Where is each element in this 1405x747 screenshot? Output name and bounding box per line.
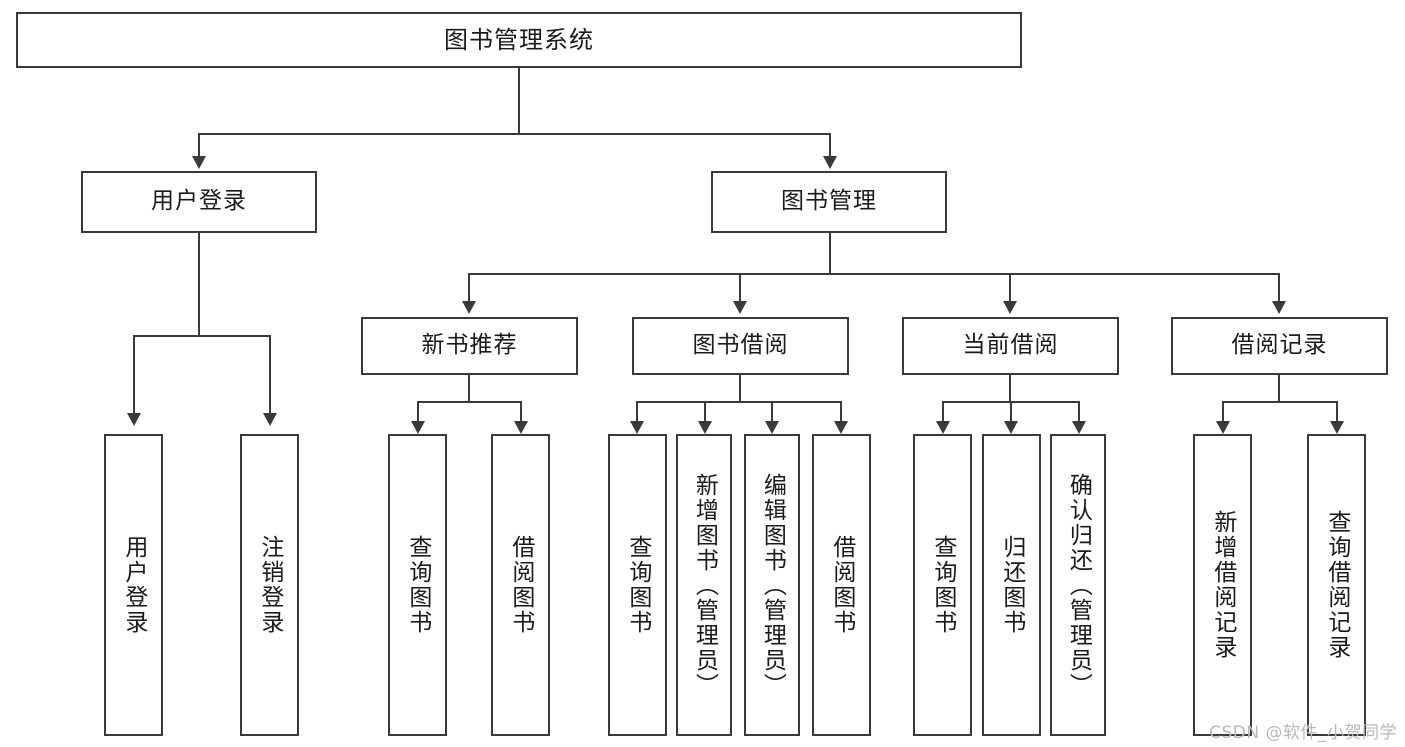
node-label: 图书管理: [781, 188, 877, 215]
node-label: 用户登录: [120, 535, 147, 635]
arrowhead-user-login-leaf-2: [263, 413, 277, 426]
node-label: 归还图书: [998, 535, 1025, 635]
edge-borrow-record-stem: [1278, 375, 1280, 401]
edge-root-bus: [198, 133, 831, 135]
edge-borrow-record-leaf-1: [1222, 401, 1224, 425]
edge-root-to-book-management: [829, 133, 831, 158]
arrowhead-book-borrow-leaf-1: [630, 421, 644, 434]
edge-borrow-record-bus: [1222, 401, 1337, 403]
arrowhead-to-book-management: [823, 156, 837, 169]
node-label: 新增图书（管理员）: [691, 472, 718, 698]
edge-user-login-bus: [133, 335, 270, 337]
leaf-add-borrow-record[interactable]: 新增借阅记录: [1193, 434, 1252, 736]
node-label: 借阅图书: [828, 535, 855, 635]
edge-current-borrow-leaf-1: [942, 401, 944, 425]
node-label: 查询图书: [404, 535, 431, 635]
node-label: 查询借阅记录: [1323, 510, 1350, 660]
edge-user-login-to-leaf-2: [269, 335, 271, 415]
edge-current-borrow-leaf-3: [1078, 401, 1080, 425]
edge-new-book-bus: [417, 401, 522, 403]
edge-book-borrow-leaf-3: [771, 401, 773, 425]
node-label: 图书管理系统: [444, 25, 594, 54]
edge-root-stem: [518, 68, 520, 133]
edge-book-borrow-bus: [636, 401, 842, 403]
node-current-borrow[interactable]: 当前借阅: [902, 317, 1119, 375]
node-book-management[interactable]: 图书管理: [711, 171, 947, 233]
arrowhead-book-borrow-leaf-2: [698, 421, 712, 434]
node-borrow-record[interactable]: 借阅记录: [1171, 317, 1388, 375]
arrowhead-current-borrow-leaf-2: [1004, 421, 1018, 434]
edge-user-login-to-leaf-1: [133, 335, 135, 415]
node-label: 当前借阅: [962, 332, 1059, 359]
leaf-edit-book-admin[interactable]: 编辑图书（管理员）: [744, 434, 800, 736]
leaf-query-borrow-record[interactable]: 查询借阅记录: [1307, 434, 1366, 736]
arrowhead-user-login-leaf-1: [127, 413, 141, 426]
edge-book-management-stem: [829, 233, 831, 273]
edge-bm-to-current-borrow: [1009, 273, 1011, 303]
arrowhead-new-book-leaf-2: [514, 421, 528, 434]
edge-new-book-leaf-1: [417, 401, 419, 425]
node-label: 借阅图书: [507, 535, 534, 635]
leaf-add-book-admin[interactable]: 新增图书（管理员）: [676, 434, 732, 736]
arrowhead-borrow-record-leaf-2: [1330, 421, 1344, 434]
arrowhead-bm-new-book: [462, 301, 476, 314]
edge-bm-to-book-borrow: [739, 273, 741, 303]
node-root-book-management-system[interactable]: 图书管理系统: [16, 12, 1022, 68]
leaf-return-book[interactable]: 归还图书: [982, 434, 1041, 736]
leaf-confirm-return-admin[interactable]: 确认归还（管理员）: [1050, 434, 1106, 736]
leaf-query-book-current[interactable]: 查询图书: [913, 434, 972, 736]
node-label: 新增借阅记录: [1209, 510, 1236, 660]
node-label: 借阅记录: [1231, 332, 1328, 359]
node-book-borrow[interactable]: 图书借阅: [632, 317, 849, 375]
arrowhead-new-book-leaf-1: [411, 421, 425, 434]
arrowhead-to-user-login: [192, 156, 206, 169]
arrowhead-book-borrow-leaf-3: [765, 421, 779, 434]
edge-book-borrow-stem: [739, 375, 741, 401]
node-label: 新书推荐: [421, 332, 518, 359]
node-label: 注销登录: [256, 535, 283, 635]
arrowhead-bm-current-borrow: [1003, 301, 1017, 314]
edge-book-management-bus: [468, 273, 1280, 275]
arrowhead-current-borrow-leaf-1: [936, 421, 950, 434]
edge-current-borrow-stem: [1009, 375, 1011, 401]
edge-new-book-leaf-2: [520, 401, 522, 425]
arrowhead-borrow-record-leaf-1: [1216, 421, 1230, 434]
node-new-book-recommend[interactable]: 新书推荐: [361, 317, 578, 375]
leaf-borrow-book[interactable]: 借阅图书: [812, 434, 871, 736]
arrowhead-book-borrow-leaf-4: [834, 421, 848, 434]
leaf-query-book-borrow[interactable]: 查询图书: [608, 434, 667, 736]
leaf-logout[interactable]: 注销登录: [240, 434, 299, 736]
edge-root-to-user-login: [198, 133, 200, 158]
edge-book-borrow-leaf-1: [636, 401, 638, 425]
node-user-login[interactable]: 用户登录: [81, 171, 317, 233]
edge-user-login-stem: [198, 233, 200, 335]
leaf-user-login[interactable]: 用户登录: [104, 434, 163, 736]
edge-bm-to-new-book: [468, 273, 470, 303]
node-label: 用户登录: [151, 188, 247, 215]
edge-borrow-record-leaf-2: [1336, 401, 1338, 425]
csdn-watermark: CSDN @软件_小贺同学: [1209, 723, 1397, 743]
edge-book-borrow-leaf-2: [704, 401, 706, 425]
node-label: 查询图书: [929, 535, 956, 635]
node-label: 查询图书: [624, 535, 651, 635]
arrowhead-current-borrow-leaf-3: [1072, 421, 1086, 434]
edge-book-borrow-leaf-4: [840, 401, 842, 425]
leaf-borrow-book-new-recommend[interactable]: 借阅图书: [491, 434, 550, 736]
arrowhead-bm-borrow-record: [1272, 301, 1286, 314]
arrowhead-bm-book-borrow: [733, 301, 747, 314]
edge-current-borrow-leaf-2: [1010, 401, 1012, 425]
node-label: 编辑图书（管理员）: [759, 472, 786, 698]
edge-new-book-stem: [468, 375, 470, 401]
leaf-query-book-new-recommend[interactable]: 查询图书: [388, 434, 447, 736]
edge-bm-to-borrow-record: [1278, 273, 1280, 303]
node-label: 图书借阅: [692, 332, 789, 359]
node-label: 确认归还（管理员）: [1065, 472, 1092, 698]
